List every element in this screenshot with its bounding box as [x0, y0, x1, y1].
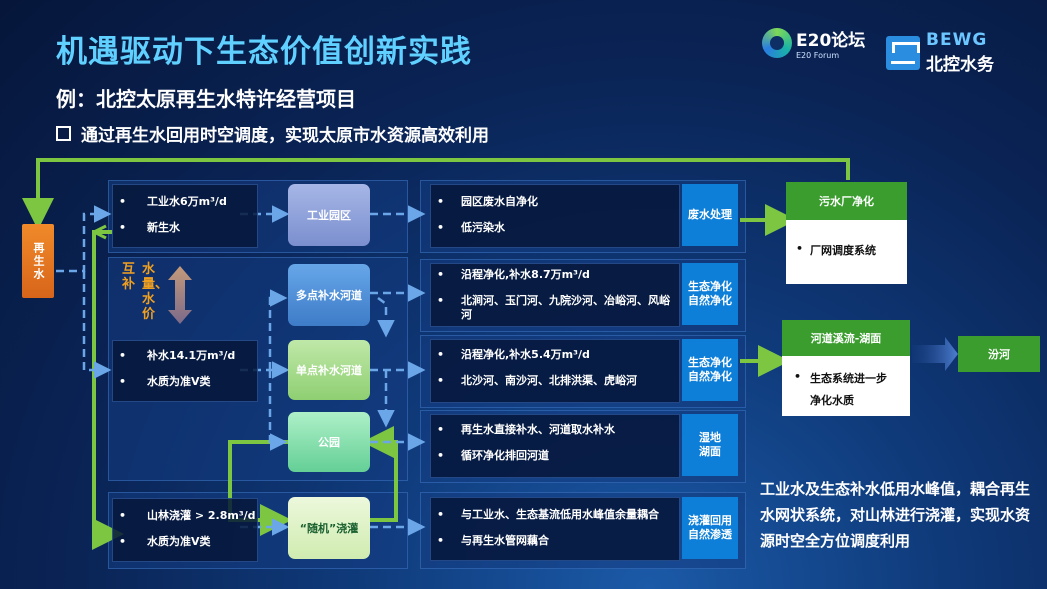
node-random-irrigation: “随机”浇灌: [288, 497, 370, 559]
square-bullet-icon: [56, 126, 71, 141]
outcome-3-box: •沿程净化,补水5.4万m³/d •北沙河、南沙河、北排洪渠、虎峪河: [430, 339, 680, 403]
source-2-box: •补水14.1万m³/d •水质为准V类: [112, 340, 258, 402]
source-label: 再生水: [32, 241, 45, 281]
node-industrial-park: 工业园区: [288, 184, 370, 246]
sewage-plant-detail: • 厂网调度系统: [786, 220, 907, 284]
river-detail-line-2: 净化水质: [810, 394, 854, 407]
source-reclaimed-water: 再生水: [22, 224, 54, 298]
outcome-3-item-1: 沿程净化,补水5.4万m³/d: [461, 348, 590, 361]
sewage-detail-text: 厂网调度系统: [810, 244, 876, 257]
source-2-item-2: 水质为准V类: [147, 375, 211, 388]
sewage-plant-header: 污水厂净化: [786, 182, 907, 220]
outcome-4-box: •再生水直接补水、河道取水补水 •循环净化排回河道: [430, 414, 680, 478]
outcome-4-tag: 湿地 湖面: [682, 414, 738, 476]
outcome-3-tag: 生态净化 自然净化: [682, 339, 738, 401]
bewg-logo: BEWG 北控水务: [886, 30, 994, 75]
source-1-box: •工业水6万m³/d •新生水: [112, 184, 258, 248]
outcome-2-item-1: 沿程净化,补水8.7万m³/d: [461, 268, 590, 281]
fen-river-node: 汾河: [958, 336, 1040, 372]
complement-side-label: 互补: [122, 262, 136, 292]
outcome-1-tag: 废水处理: [682, 184, 738, 246]
e20-logo: E20论坛 E20 Forum: [762, 26, 865, 60]
source-3-item-2: 水质为准V类: [147, 535, 211, 548]
bullet-text: 通过再生水回用时空调度，实现太原市水资源高效利用: [81, 126, 489, 146]
outcome-5-item-1: 与工业水、生态基流低用水峰值余量耦合: [461, 508, 659, 521]
bullet-line: 通过再生水回用时空调度，实现太原市水资源高效利用: [56, 121, 489, 146]
source-2-item-1: 补水14.1万m³/d: [147, 349, 236, 362]
river-detail-line-1: 生态系统进一步: [810, 372, 887, 385]
summary-note: 工业水及生态补水低用水峰值，耦合再生水网状系统，对山林进行浇灌，实现水资源时空全…: [760, 480, 1031, 550]
outcome-2-tag: 生态净化 自然净化: [682, 263, 738, 325]
outcome-1-box: •园区废水自净化 •低污染水: [430, 184, 680, 248]
bewg-logo-cn: 北控水务: [926, 55, 994, 75]
node-multi-point-river: 多点补水河道: [288, 264, 370, 326]
e20-logo-sub: E20 Forum: [796, 51, 840, 60]
complement-main-label: 水量、水价: [142, 262, 169, 322]
outcome-1-item-1: 园区废水自净化: [461, 195, 538, 208]
page-title: 机遇驱动下生态价值创新实践: [56, 34, 472, 70]
e20-ring-icon: [762, 28, 792, 58]
node-single-point-river: 单点补水河道: [288, 340, 370, 400]
source-1-item-1: 工业水6万m³/d: [147, 195, 227, 208]
source-1-item-2: 新生水: [147, 221, 180, 234]
outcome-2-item-2: 北涧河、玉门河、九院沙河、冶峪河、风峪河: [461, 294, 670, 321]
e20-logo-name: E20论坛: [796, 31, 866, 51]
source-3-box: •山林浇灌 > 2.8m³/d •水质为准V类: [112, 498, 258, 562]
source-3-item-1: 山林浇灌 > 2.8m³/d: [147, 509, 256, 522]
outcome-4-item-2: 循环净化排回河道: [461, 449, 549, 462]
outcome-2-box: •沿程净化,补水8.7万m³/d •北涧河、玉门河、九院沙河、冶峪河、风峪河: [430, 263, 680, 327]
node-park: 公园: [288, 412, 370, 472]
outcome-5-box: •与工业水、生态基流低用水峰值余量耦合 •与再生水管网藕合: [430, 497, 680, 561]
outcome-1-item-2: 低污染水: [461, 221, 505, 234]
bewg-logo-en: BEWG: [926, 30, 988, 50]
outcome-5-tag: 浇灌回用 自然渗透: [682, 497, 738, 559]
river-lake-detail: • 生态系统进一步 净化水质: [782, 356, 910, 416]
outcome-4-item-1: 再生水直接补水、河道取水补水: [461, 423, 615, 436]
bewg-mark-icon: [886, 35, 920, 70]
river-lake-header: 河道溪流-湖面: [782, 320, 910, 356]
outcome-3-item-2: 北沙河、南沙河、北排洪渠、虎峪河: [461, 374, 637, 387]
page-subtitle: 例：北控太原再生水特许经营项目: [56, 87, 356, 111]
outcome-5-item-2: 与再生水管网藕合: [461, 534, 549, 547]
